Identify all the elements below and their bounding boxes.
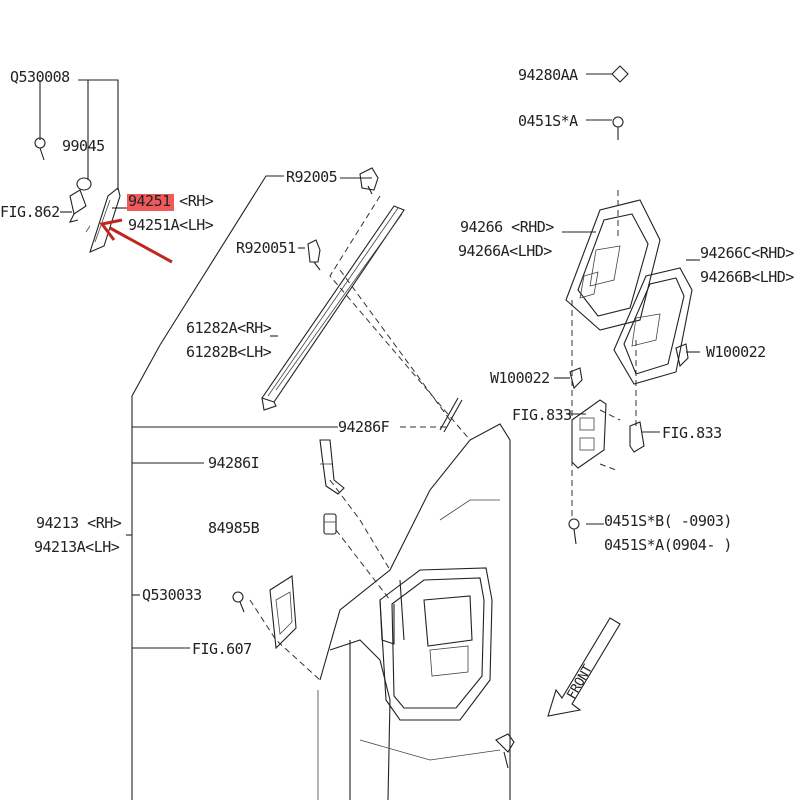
screw-0451s-a-top bbox=[612, 116, 624, 140]
leader-lines-right bbox=[554, 73, 700, 525]
molding-61282 bbox=[261, 205, 405, 411]
front-arrow bbox=[547, 617, 621, 717]
clip-r92005 bbox=[359, 167, 379, 195]
handle-fig607 bbox=[269, 575, 297, 650]
screw-q530008 bbox=[34, 137, 46, 161]
label-94213a-lh: 94213A<LH> bbox=[34, 538, 120, 556]
leader-lines-center bbox=[159, 175, 372, 346]
switch-bezel-94266 bbox=[565, 199, 661, 331]
label-99045: 99045 bbox=[62, 137, 105, 155]
label-61282b-lh: 61282B<LH> bbox=[186, 343, 272, 361]
label-fig607: FIG.607 bbox=[192, 640, 252, 658]
switch-fig833-right bbox=[629, 421, 645, 453]
door-trim-outline bbox=[126, 344, 338, 800]
strip-94286f bbox=[439, 397, 463, 433]
label-r92005: R92005 bbox=[286, 168, 337, 186]
highlight-94251 bbox=[127, 194, 174, 211]
label-94251a-lh: 94251A<LH> bbox=[128, 216, 214, 234]
label-94266a-lhd: 94266A<LHD> bbox=[458, 242, 552, 260]
clip-r920051 bbox=[307, 239, 321, 271]
label-fig862: FIG.862 bbox=[0, 203, 60, 221]
label-94280aa: 94280AA bbox=[518, 66, 578, 84]
label-94266b-lhd: 94266B<LHD> bbox=[700, 268, 794, 286]
label-94251-rh: 94251 <RH> bbox=[128, 192, 214, 210]
front-label: FRONT bbox=[564, 662, 596, 702]
label-94213-rh: 94213 <RH> bbox=[36, 514, 122, 532]
clip-84985b bbox=[323, 513, 337, 535]
leader-lines-top-left bbox=[39, 79, 128, 213]
label-r920051: R920051 bbox=[236, 239, 296, 257]
label-w100022-right: W100022 bbox=[706, 343, 766, 361]
label-w100022-left: W100022 bbox=[490, 369, 550, 387]
clip-w100022-right bbox=[675, 343, 689, 368]
label-84985b: 84985B bbox=[208, 519, 260, 537]
label-0451s-b: 0451S*B( -0903) bbox=[604, 512, 732, 530]
label-61282a-rh: 61282A<RH> bbox=[186, 319, 272, 337]
bracket-94286i bbox=[319, 439, 345, 495]
door-trim-panel bbox=[317, 423, 515, 800]
label-0451s-a-bottom: 0451S*A(0904- ) bbox=[604, 536, 732, 554]
switch-bezel-94266c bbox=[613, 267, 693, 385]
screw-0451s-b bbox=[568, 518, 580, 545]
screw-q530033 bbox=[232, 591, 245, 613]
clip-w100022-left bbox=[569, 367, 583, 390]
red-pointer-arrow bbox=[99, 218, 173, 264]
label-94286f: 94286F bbox=[338, 418, 390, 436]
label-fig833-left: FIG.833 bbox=[512, 406, 572, 424]
label-94286i: 94286I bbox=[208, 454, 259, 472]
label-q530033: Q530033 bbox=[142, 586, 202, 604]
clip-99045 bbox=[68, 177, 92, 223]
window-switch-panel-94251 bbox=[85, 187, 121, 253]
label-0451s-a-top: 0451S*A bbox=[518, 112, 578, 130]
label-94266-rhd: 94266 <RHD> bbox=[460, 218, 554, 236]
label-fig833-right: FIG.833 bbox=[662, 424, 722, 442]
dashed-guides bbox=[249, 190, 637, 681]
switch-fig833-left bbox=[571, 399, 607, 469]
label-q530008: Q530008 bbox=[10, 68, 70, 86]
cap-94280aa bbox=[611, 65, 629, 83]
label-94266c-rhd: 94266C<RHD> bbox=[700, 244, 794, 262]
